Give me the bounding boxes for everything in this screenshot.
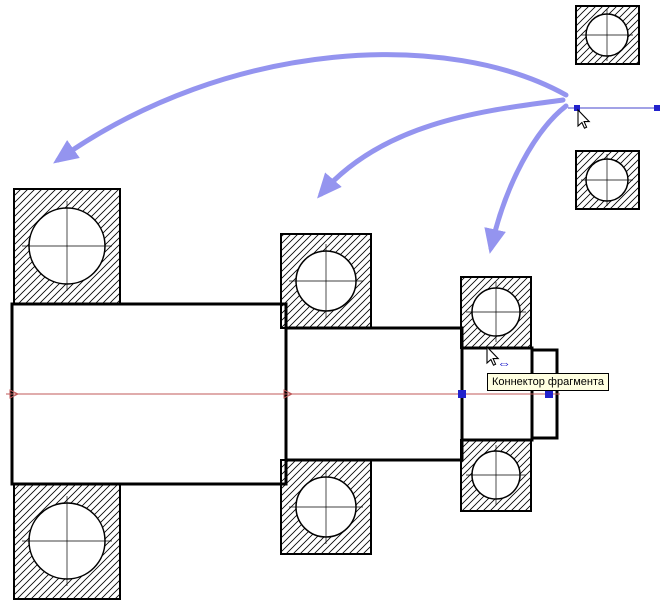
bearing-fragment-preview[interactable] [568,5,660,210]
bearing-block-top [280,233,372,329]
connector-point[interactable] [545,390,553,398]
drag-arrow-left [53,52,569,164]
cursor-arrow-icon [486,345,500,366]
insertion-arrows [53,52,569,254]
connector-point[interactable] [654,105,660,111]
connector-snap-icon: ⇔ [497,355,511,371]
bearing-right[interactable] [460,276,532,512]
centerline-marker [9,389,20,399]
bearing-block-bottom [460,439,532,512]
bearing-left[interactable] [13,188,121,600]
connector-point[interactable] [458,390,466,398]
bearing-block-top [13,188,121,305]
bearing-block-bottom [13,483,121,600]
bearing-block-bottom [280,459,372,555]
shaft-assembly[interactable] [6,188,560,600]
bearing-block-top [575,5,640,65]
cursor-arrow-icon [577,108,591,129]
connector-point[interactable] [574,105,580,111]
centerline-marker [283,389,294,399]
drag-arrow-right [484,103,569,254]
bearing-block-top [460,276,532,349]
tooltip: Коннектор фрагмента [487,373,610,391]
shaft-centerline[interactable] [6,389,560,399]
bearing-middle[interactable] [280,233,372,555]
bearing-block-bottom [575,150,640,210]
drag-arrow-middle [317,97,566,199]
